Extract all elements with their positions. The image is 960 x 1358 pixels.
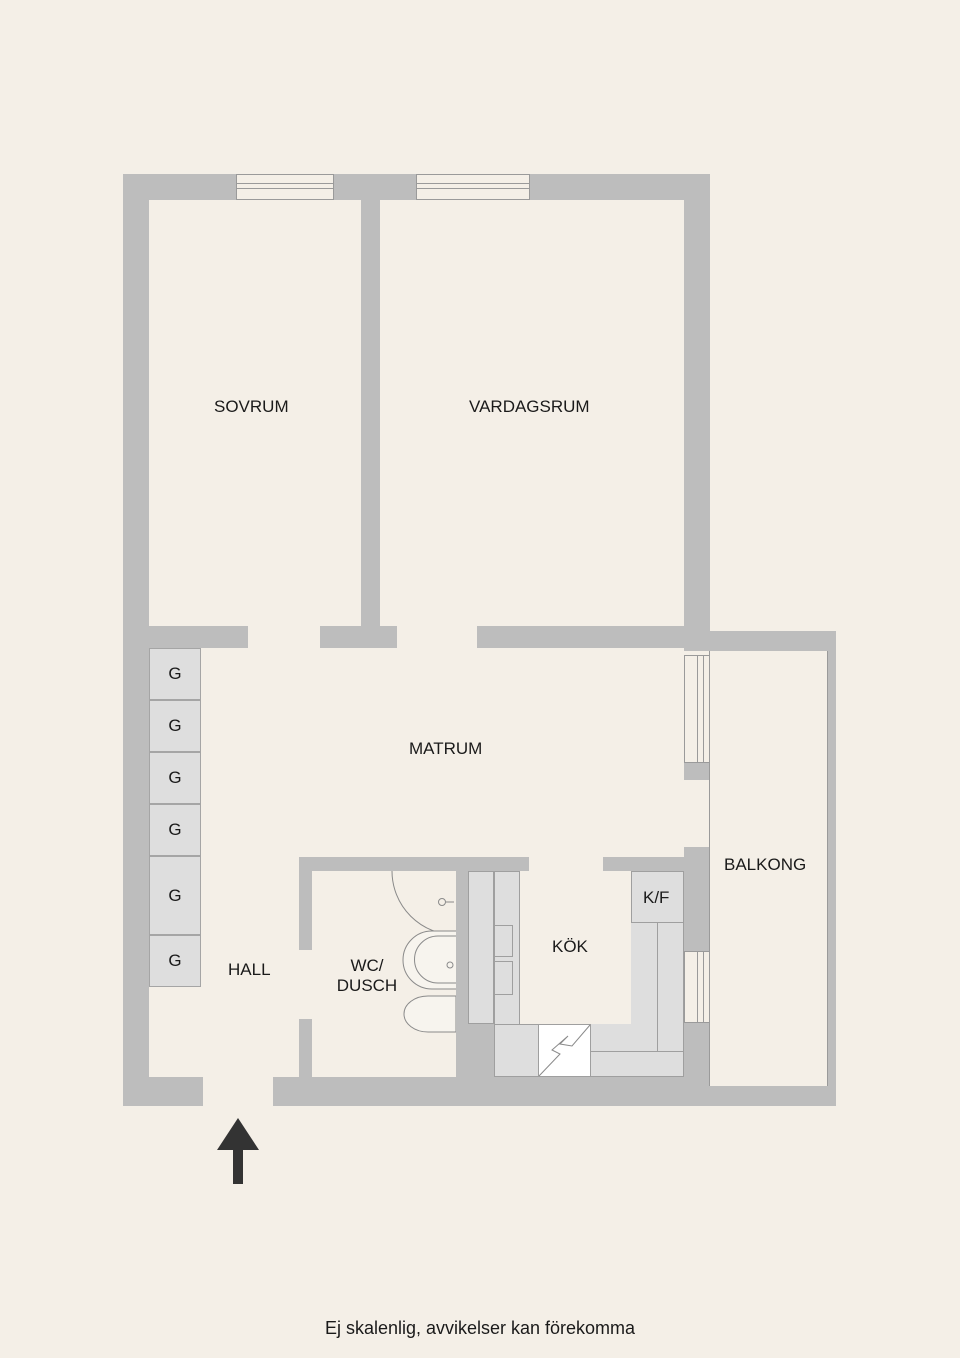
kitchen-work-area — [520, 871, 631, 1024]
wardrobe-label: G — [168, 664, 182, 683]
balkong-floor — [710, 651, 828, 1086]
electric-cabinet — [538, 1024, 591, 1077]
kitchen-counter-left — [468, 871, 494, 1024]
wall-wc-left-upper — [299, 857, 312, 950]
window-vardagsrum — [416, 174, 530, 200]
room-label-sovrum: SOVRUM — [214, 397, 289, 416]
wall-stub-left — [149, 626, 248, 648]
wardrobe: G — [149, 648, 201, 700]
toilet-icon — [403, 995, 456, 1033]
wardrobe: G — [149, 935, 201, 987]
wall-wc-left-lower — [299, 1019, 312, 1079]
wall-kitchen-east-lower — [684, 1023, 710, 1083]
wardrobe-label: G — [168, 768, 182, 787]
wall-wc-kitchen — [456, 857, 468, 1077]
arrow-up-icon — [217, 1118, 259, 1184]
sovrum-floor — [149, 200, 361, 627]
door-gap-vardagsrum — [397, 626, 477, 650]
vardagsrum-floor — [380, 200, 684, 627]
wall-kitchen-left-lower — [468, 1023, 494, 1077]
sink-icon — [402, 930, 456, 990]
shower-head-icon — [438, 898, 446, 906]
wall-kitchen-top-right — [603, 857, 684, 871]
window-sovrum — [236, 174, 334, 200]
wardrobe-label: G — [168, 820, 182, 839]
stove-burner — [494, 925, 513, 957]
balcony-inner-edge — [709, 651, 710, 1086]
wc-label-line1: WC/ — [350, 956, 384, 975]
wc-door-gap — [298, 950, 312, 1020]
wall-wc-top — [299, 857, 529, 871]
wc-fixtures — [391, 871, 456, 1033]
door-gap-sovrum — [248, 626, 320, 650]
kitchen-opening — [529, 856, 603, 874]
shower-arc — [391, 871, 456, 936]
fridge-freezer — [631, 871, 684, 923]
wc-label-line2: DUSCH — [336, 976, 398, 995]
wardrobe-label: G — [168, 951, 182, 970]
room-label-wc: WC/ DUSCH — [332, 956, 402, 996]
balcony-railing — [827, 651, 828, 1086]
window-kitchen-east — [684, 951, 710, 1023]
window-matrum-east — [684, 655, 710, 763]
entrance-gap — [203, 1076, 273, 1106]
wardrobe: G — [149, 700, 201, 752]
room-label-matrum: MATRUM — [409, 739, 483, 758]
wall-sovrum-vardagsrum — [361, 200, 380, 628]
room-label-vardagsrum: VARDAGSRUM — [469, 397, 590, 416]
wardrobe: G — [149, 856, 201, 935]
room-label-hall: HALL — [228, 960, 271, 979]
wall-kitchen-east — [684, 847, 710, 951]
wall-stub-right — [477, 626, 710, 648]
room-label-kok: KÖK — [552, 937, 588, 956]
wardrobe-label: G — [168, 716, 182, 735]
room-label-kf: K/F — [643, 888, 670, 907]
wardrobe: G — [149, 804, 201, 856]
matrum-floor — [149, 648, 684, 858]
wall-stub-mid — [320, 626, 397, 648]
room-label-balkong: BALKONG — [724, 855, 807, 874]
lightning-icon — [538, 1024, 591, 1077]
disclaimer-text: Ej skalenlig, avvikelser kan förekomma — [324, 1318, 636, 1338]
wardrobe: G — [149, 752, 201, 804]
stove-burner — [494, 961, 513, 995]
wall-east-pillar — [684, 763, 710, 780]
wardrobe-label: G — [168, 885, 182, 905]
